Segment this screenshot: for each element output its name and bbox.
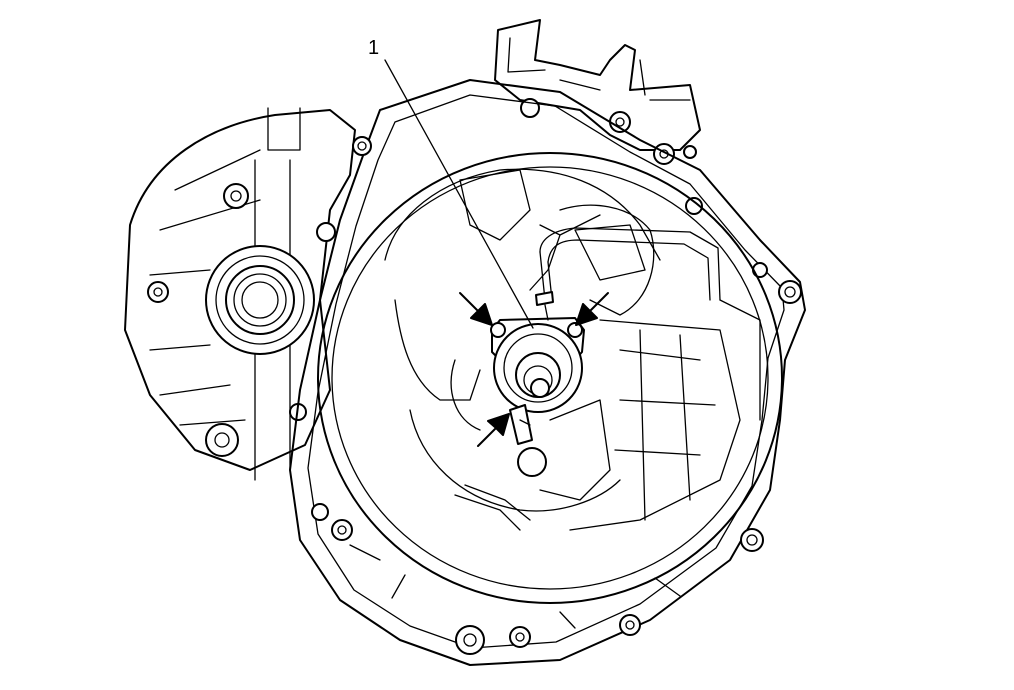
location-arrows [459, 292, 609, 447]
arrow-right-bolt [575, 292, 609, 326]
output-flange [205, 245, 315, 355]
callout-1: 1 [368, 37, 534, 329]
concentric-slave-cylinder [490, 291, 585, 477]
shift-bracket [494, 19, 701, 165]
internal-casting [384, 168, 761, 531]
clutch-housing [289, 79, 806, 666]
bell-housing-rings [317, 152, 783, 604]
callout-label: 1 [368, 37, 379, 59]
arrow-left-bolt [459, 292, 493, 326]
flange-bolt-holes [311, 136, 802, 655]
arrow-hose-fitting [477, 413, 510, 447]
